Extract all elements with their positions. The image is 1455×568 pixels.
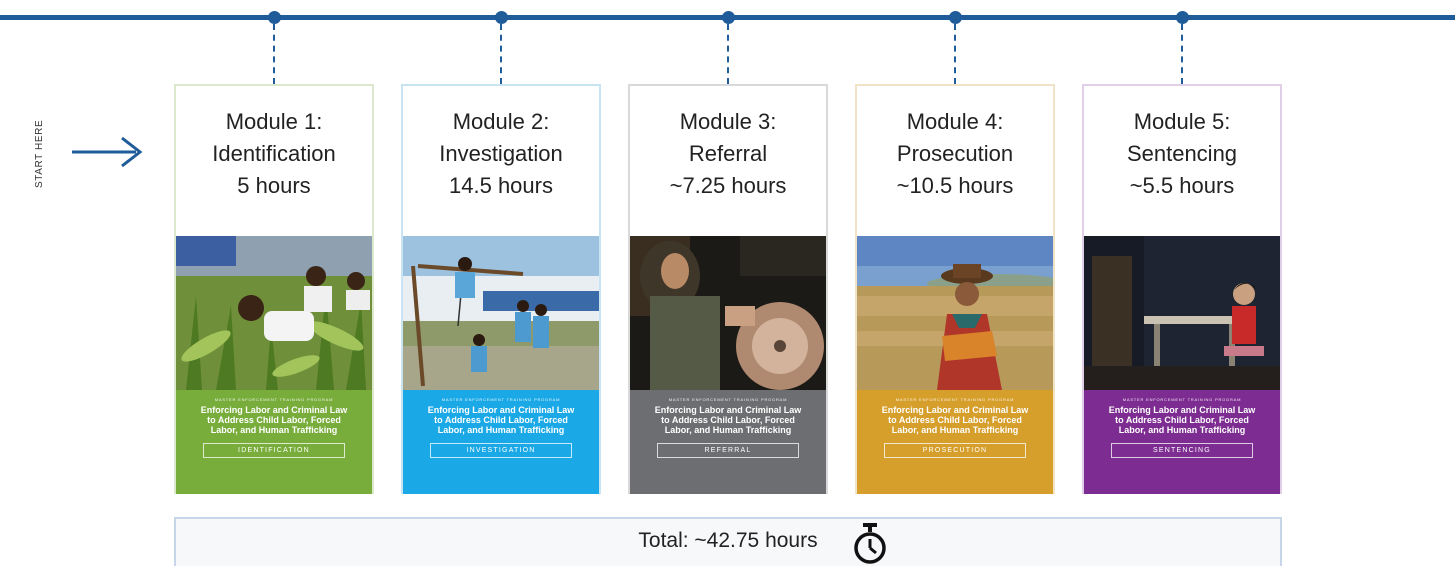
cover-title: Enforcing Labor and Criminal Law to Addr… [200,405,348,435]
module-photo [630,236,826,390]
timeline-node [495,11,508,24]
cover-kicker: MASTER ENFORCEMENT TRAINING PROGRAM [668,397,788,402]
module-photo [176,236,372,390]
cover-tag: PROSECUTION [884,443,1026,458]
module-photo [403,236,599,390]
timeline-connector [727,24,729,84]
timeline-node [949,11,962,24]
module-title: Module 2: Investigation 14.5 hours [403,86,599,236]
module-duration: ~10.5 hours [896,173,1014,198]
module-number: Module 4: [906,109,1004,134]
timeline-node [722,11,735,24]
module-cover: MASTER ENFORCEMENT TRAINING PROGRAM Enfor… [176,390,372,494]
timeline-node [268,11,281,24]
module-photo [1084,236,1280,390]
module-name: Prosecution [896,141,1014,166]
timeline-connector [954,24,956,84]
module-cover: MASTER ENFORCEMENT TRAINING PROGRAM Enfor… [630,390,826,494]
cover-title: Enforcing Labor and Criminal Law to Addr… [427,405,575,435]
timeline-connector [273,24,275,84]
cover-tag: SENTENCING [1111,443,1253,458]
cover-title: Enforcing Labor and Criminal Law to Addr… [1108,405,1256,435]
timeline-connector [1181,24,1183,84]
module-number: Module 3: [679,109,777,134]
module-number: Module 1: [225,109,323,134]
cover-tag: REFERRAL [657,443,799,458]
cover-kicker: MASTER ENFORCEMENT TRAINING PROGRAM [895,397,1015,402]
start-here-text: START HERE [34,119,45,188]
cover-title: Enforcing Labor and Criminal Law to Addr… [654,405,802,435]
module-title: Module 3: Referral ~7.25 hours [630,86,826,236]
module-name: Identification [212,141,336,166]
arrow-right-icon [72,136,143,168]
cover-kicker: MASTER ENFORCEMENT TRAINING PROGRAM [214,397,334,402]
cover-tag: IDENTIFICATION [203,443,345,458]
cover-tag: INVESTIGATION [430,443,572,458]
stopwatch-icon [854,523,886,564]
module-number: Module 5: [1133,109,1231,134]
cover-kicker: MASTER ENFORCEMENT TRAINING PROGRAM [1122,397,1242,402]
start-here-label: START HERE [18,100,58,190]
total-text: Total: ~42.75 hours [638,529,818,552]
module-title: Module 4: Prosecution ~10.5 hours [857,86,1053,236]
timeline-node [1176,11,1189,24]
module-name: Sentencing [1126,141,1238,166]
module-cover: MASTER ENFORCEMENT TRAINING PROGRAM Enfor… [857,390,1053,494]
module-name: Investigation [439,141,563,166]
total-box: Total: ~42.75 hours [174,517,1282,566]
module-duration: ~5.5 hours [1129,173,1235,198]
module-title: Module 5: Sentencing ~5.5 hours [1084,86,1280,236]
timeline-connector [500,24,502,84]
module-number: Module 2: [452,109,550,134]
module-title: Module 1: Identification 5 hours [176,86,372,236]
module-photo [857,236,1053,390]
module-cover: MASTER ENFORCEMENT TRAINING PROGRAM Enfor… [403,390,599,494]
module-cover: MASTER ENFORCEMENT TRAINING PROGRAM Enfor… [1084,390,1280,494]
module-duration: 14.5 hours [449,173,553,198]
cover-title: Enforcing Labor and Criminal Law to Addr… [881,405,1029,435]
cover-kicker: MASTER ENFORCEMENT TRAINING PROGRAM [441,397,561,402]
module-duration: ~7.25 hours [669,173,787,198]
module-name: Referral [688,141,768,166]
module-duration: 5 hours [237,173,311,198]
